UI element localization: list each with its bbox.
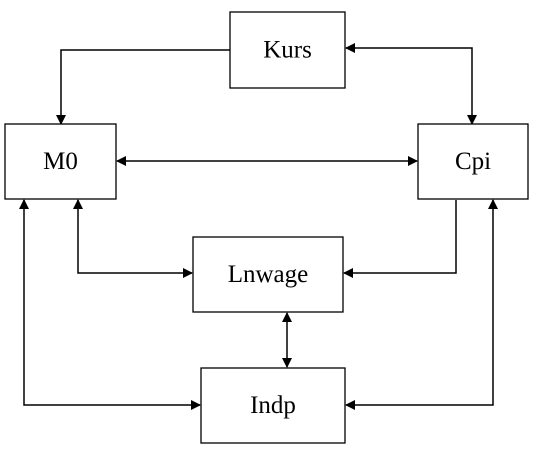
edge-m0-lnwage — [73, 199, 193, 278]
node-label: Cpi — [455, 148, 491, 175]
edge-kurs-cpi — [345, 43, 477, 125]
node-label: Indp — [250, 392, 296, 419]
node-m0: M0 — [4, 123, 117, 200]
edge-cpi-lnwage — [343, 200, 457, 278]
node-kurs: Kurs — [229, 11, 346, 89]
node-cpi: Cpi — [417, 123, 529, 200]
node-indp: Indp — [200, 367, 346, 444]
node-label: Lnwage — [228, 261, 309, 288]
edge-m0-indp — [19, 199, 201, 410]
node-label: Kurs — [263, 37, 312, 64]
edge-indp-cpi — [345, 199, 498, 410]
node-label: M0 — [43, 148, 78, 175]
node-lnwage: Lnwage — [192, 236, 344, 313]
edge-kurs-m0 — [56, 49, 230, 125]
edges — [19, 43, 498, 410]
